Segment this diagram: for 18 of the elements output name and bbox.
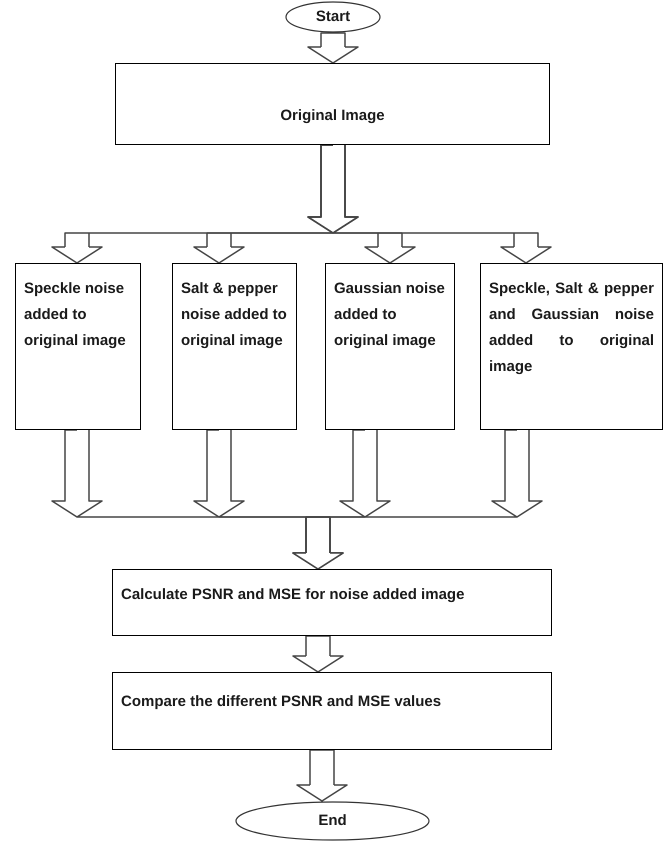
process-box: [112, 672, 552, 750]
node-label: Speckle, Salt & pepper and Gaussian noise added to original image: [489, 279, 654, 377]
node-label: Gaussian noise added to original image: [334, 279, 446, 351]
process-box: [112, 569, 552, 636]
node-label: Start: [316, 7, 350, 27]
process-box: [115, 63, 550, 145]
process-box: [325, 263, 455, 430]
node-label: Salt & pepper noise added to original image: [181, 279, 288, 351]
process-box: [480, 263, 663, 430]
terminal-ellipse: [285, 1, 381, 33]
node-label: Original Image: [279, 106, 386, 126]
node-label: Calculate PSNR and MSE for noise added image: [121, 585, 466, 605]
node-label: End: [318, 811, 347, 831]
terminal-ellipse: [235, 801, 430, 841]
node-label: Compare the different PSNR and MSE values: [121, 692, 442, 712]
node-label: Speckle noise added to original image: [24, 279, 127, 351]
process-box: [172, 263, 297, 430]
process-box: [15, 263, 141, 430]
